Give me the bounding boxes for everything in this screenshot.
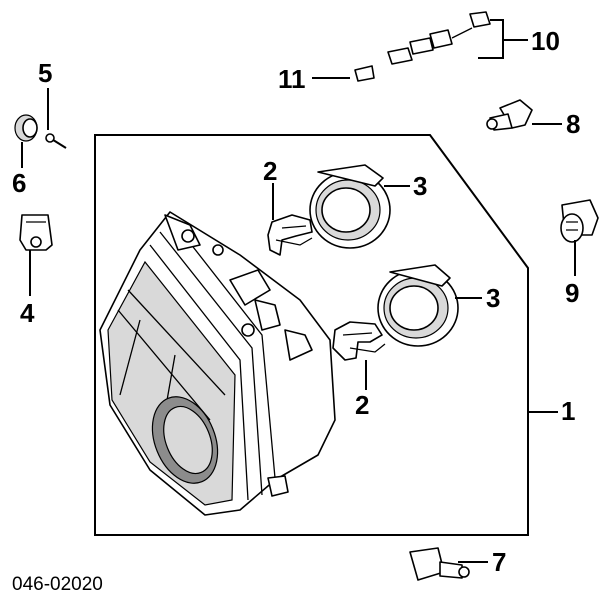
bulb-part-7: [409, 547, 470, 581]
diagram-code: 046-02020: [12, 574, 103, 595]
headlamp-housing: [99, 211, 336, 516]
retaining-ring-upper: [309, 164, 391, 249]
callout-10: 10: [531, 26, 560, 56]
callout-11: 11: [278, 64, 306, 94]
screw-part-5: [45, 133, 67, 149]
callout-4: 4: [20, 298, 35, 328]
callout-8: 8: [566, 109, 580, 139]
bulb-part-8: [486, 99, 533, 131]
retaining-ring-lower: [377, 264, 459, 347]
bulb-part-9: [560, 199, 599, 243]
wire-connector-part-10: [387, 11, 491, 65]
callout-7: 7: [492, 547, 506, 577]
retaining-clip-lower: [332, 321, 386, 361]
assembly-frame: [94, 134, 529, 536]
leader-lines: [21, 19, 576, 563]
callout-5: 5: [38, 58, 52, 88]
callout-3-upper: 3: [413, 171, 427, 201]
callout-1: 1: [561, 396, 575, 426]
bulb-cap-part-6: [14, 114, 38, 142]
callout-2-upper: 2: [263, 156, 277, 186]
callout-3-lower: 3: [486, 283, 500, 313]
wire-terminal-part-11: [354, 65, 375, 82]
retaining-clip-upper: [267, 214, 313, 256]
callout-6: 6: [12, 168, 26, 198]
callout-9: 9: [565, 278, 579, 308]
socket-bracket-part-4: [19, 214, 53, 251]
callout-2-lower: 2: [355, 390, 369, 420]
